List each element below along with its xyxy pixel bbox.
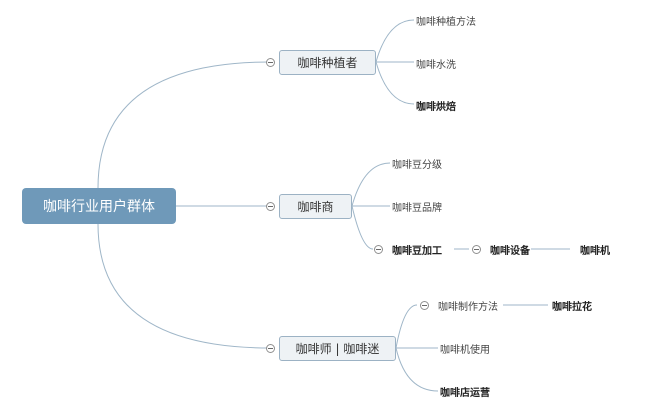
leaf-brewing-methods[interactable]: 咖啡制作方法 <box>438 302 498 313</box>
branch-label-grower: 咖啡种植者 <box>297 56 358 70</box>
leaf-planting-methods[interactable]: 咖啡种植方法 <box>416 17 476 28</box>
collapse-toggle-icon[interactable] <box>420 301 429 310</box>
branch-node-merchant[interactable]: 咖啡商 <box>279 194 352 219</box>
leaf-washed-process[interactable]: 咖啡水洗 <box>416 60 456 71</box>
branch-node-barista[interactable]: 咖啡师 | 咖啡迷 <box>279 336 396 361</box>
leaf-bean-brand[interactable]: 咖啡豆品牌 <box>392 203 442 214</box>
collapse-toggle-icon[interactable] <box>266 202 275 211</box>
collapse-toggle-icon[interactable] <box>266 58 275 67</box>
leaf-coffee-machine[interactable]: 咖啡机 <box>580 246 610 257</box>
root-node-label: 咖啡行业用户群体 <box>43 199 155 215</box>
root-node[interactable]: 咖啡行业用户群体 <box>22 188 176 224</box>
leaf-coffee-equipment[interactable]: 咖啡设备 <box>490 246 530 257</box>
collapse-toggle-icon[interactable] <box>472 245 481 254</box>
collapse-toggle-icon[interactable] <box>266 344 275 353</box>
collapse-toggle-icon[interactable] <box>374 245 383 254</box>
leaf-machine-usage[interactable]: 咖啡机使用 <box>440 345 490 356</box>
leaf-bean-processing[interactable]: 咖啡豆加工 <box>392 246 442 257</box>
branch-label-barista: 咖啡师 | 咖啡迷 <box>295 342 380 356</box>
leaf-roasting[interactable]: 咖啡烘焙 <box>416 102 456 113</box>
branch-node-grower[interactable]: 咖啡种植者 <box>279 50 376 75</box>
leaf-bean-grading[interactable]: 咖啡豆分级 <box>392 160 442 171</box>
leaf-cafe-operations[interactable]: 咖啡店运营 <box>440 388 490 399</box>
leaf-latte-art[interactable]: 咖啡拉花 <box>552 302 592 313</box>
branch-label-merchant: 咖啡商 <box>297 200 334 214</box>
